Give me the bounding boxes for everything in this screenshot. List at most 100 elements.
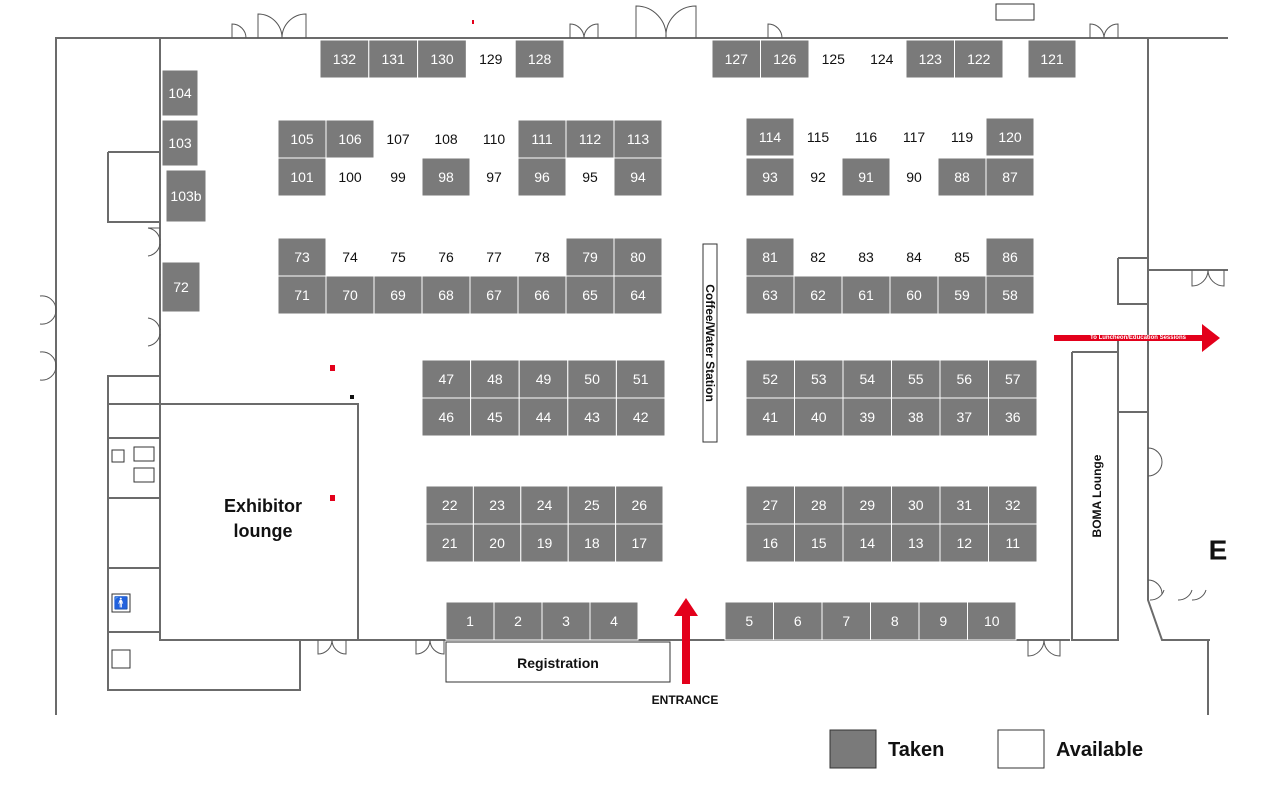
booth-29[interactable]: 29 <box>842 485 892 525</box>
booth-129[interactable]: 129 <box>465 39 516 79</box>
booth-99[interactable]: 99 <box>373 157 423 197</box>
booth-127[interactable]: 127 <box>711 39 761 79</box>
booth-81[interactable]: 81 <box>745 237 795 277</box>
booth-box[interactable] <box>161 69 199 117</box>
booth-116[interactable]: 116 <box>841 117 891 157</box>
booth-20[interactable]: 20 <box>472 523 522 563</box>
booth-box[interactable] <box>613 157 663 197</box>
booth-box[interactable] <box>421 119 471 159</box>
booth-91[interactable]: 91 <box>841 157 891 197</box>
booth-84[interactable]: 84 <box>889 237 939 277</box>
booth-box[interactable] <box>988 359 1038 399</box>
booth-130[interactable]: 130 <box>417 39 467 79</box>
booth-125[interactable]: 125 <box>808 39 858 79</box>
booth-box[interactable] <box>541 601 591 641</box>
booth-box[interactable] <box>613 237 663 277</box>
booth-101[interactable]: 101 <box>277 157 327 197</box>
booth-39[interactable]: 39 <box>842 397 892 437</box>
booth-box[interactable] <box>277 119 327 159</box>
booth-22[interactable]: 22 <box>425 485 474 525</box>
booth-box[interactable] <box>842 523 892 563</box>
booth-box[interactable] <box>425 523 474 563</box>
booth-box[interactable] <box>325 275 375 315</box>
booth-92[interactable]: 92 <box>793 157 843 197</box>
booth-51[interactable]: 51 <box>615 359 666 399</box>
booth-box[interactable] <box>277 157 327 197</box>
booth-79[interactable]: 79 <box>565 237 615 277</box>
booth-62[interactable]: 62 <box>793 275 843 315</box>
booth-94[interactable]: 94 <box>613 157 663 197</box>
booth-112[interactable]: 112 <box>565 119 615 159</box>
booth-7[interactable]: 7 <box>821 601 871 641</box>
booth-box[interactable] <box>918 601 968 641</box>
booth-box[interactable] <box>565 237 615 277</box>
booth-54[interactable]: 54 <box>842 359 892 399</box>
booth-83[interactable]: 83 <box>841 237 891 277</box>
booth-46[interactable]: 46 <box>421 397 472 437</box>
booth-111[interactable]: 111 <box>517 119 567 159</box>
booth-64[interactable]: 64 <box>613 275 663 315</box>
booth-75[interactable]: 75 <box>373 237 423 277</box>
booth-18[interactable]: 18 <box>567 523 617 563</box>
booth-box[interactable] <box>724 601 774 641</box>
booth-117[interactable]: 117 <box>889 117 939 157</box>
booth-104[interactable]: 104 <box>161 69 199 117</box>
booth-59[interactable]: 59 <box>937 275 987 315</box>
booth-box[interactable] <box>517 157 567 197</box>
booth-box[interactable] <box>745 397 795 437</box>
booth-box[interactable] <box>889 157 939 197</box>
booth-61[interactable]: 61 <box>841 275 891 315</box>
booth-67[interactable]: 67 <box>469 275 519 315</box>
booth-6[interactable]: 6 <box>773 601 823 641</box>
booth-box[interactable] <box>1027 39 1077 79</box>
booth-box[interactable] <box>517 119 567 159</box>
booth-box[interactable] <box>161 119 199 167</box>
booth-100[interactable]: 100 <box>325 157 375 197</box>
booth-box[interactable] <box>905 39 955 79</box>
booth-box[interactable] <box>493 601 543 641</box>
booth-box[interactable] <box>445 601 495 641</box>
booth-41[interactable]: 41 <box>745 397 795 437</box>
booth-box[interactable] <box>613 275 663 315</box>
booth-3[interactable]: 3 <box>541 601 591 641</box>
booth-10[interactable]: 10 <box>967 601 1017 641</box>
booth-43[interactable]: 43 <box>567 397 617 437</box>
booth-57[interactable]: 57 <box>988 359 1038 399</box>
booth-26[interactable]: 26 <box>615 485 664 525</box>
booth-box[interactable] <box>161 261 201 313</box>
booth-74[interactable]: 74 <box>325 237 375 277</box>
booth-box[interactable] <box>615 485 664 525</box>
booth-86[interactable]: 86 <box>985 237 1035 277</box>
booth-45[interactable]: 45 <box>470 397 520 437</box>
booth-58[interactable]: 58 <box>985 275 1035 315</box>
booth-box[interactable] <box>615 397 666 437</box>
booth-box[interactable] <box>319 39 370 79</box>
booth-box[interactable] <box>567 397 617 437</box>
booth-25[interactable]: 25 <box>567 485 617 525</box>
booth-box[interactable] <box>985 157 1035 197</box>
booth-box[interactable] <box>842 359 892 399</box>
booth-1[interactable]: 1 <box>445 601 495 641</box>
booth-box[interactable] <box>613 119 663 159</box>
booth-5[interactable]: 5 <box>724 601 774 641</box>
booth-11[interactable]: 11 <box>988 523 1038 563</box>
booth-31[interactable]: 31 <box>939 485 989 525</box>
booth-103[interactable]: 103 <box>161 119 199 167</box>
booth-123[interactable]: 123 <box>905 39 955 79</box>
booth-box[interactable] <box>514 39 565 79</box>
booth-box[interactable] <box>985 237 1035 277</box>
booth-box[interactable] <box>368 39 419 79</box>
booth-52[interactable]: 52 <box>745 359 795 399</box>
booth-13[interactable]: 13 <box>891 523 941 563</box>
booth-55[interactable]: 55 <box>891 359 941 399</box>
booth-17[interactable]: 17 <box>615 523 664 563</box>
booth-76[interactable]: 76 <box>421 237 471 277</box>
booth-box[interactable] <box>891 359 941 399</box>
booth-box[interactable] <box>760 39 810 79</box>
booth-box[interactable] <box>325 157 375 197</box>
booth-box[interactable] <box>417 39 467 79</box>
booth-38[interactable]: 38 <box>891 397 941 437</box>
booth-box[interactable] <box>565 157 615 197</box>
booth-105[interactable]: 105 <box>277 119 327 159</box>
booth-71[interactable]: 71 <box>277 275 327 315</box>
